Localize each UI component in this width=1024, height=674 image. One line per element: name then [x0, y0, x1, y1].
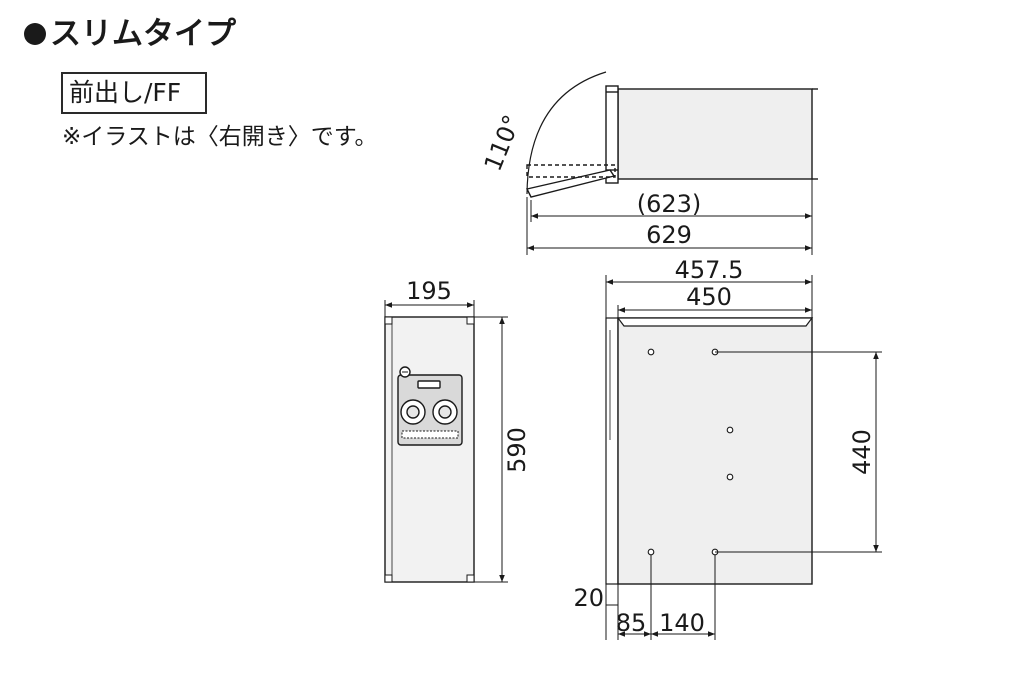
side-width-label: 195 [406, 277, 452, 305]
angle-label: 110° [479, 111, 527, 175]
vertical-pitch-label: 440 [848, 429, 876, 475]
front-view [605, 275, 882, 640]
top-view-body [617, 88, 813, 180]
bottom-offset-label: 20 [573, 584, 604, 612]
bullet-dot-icon [24, 23, 46, 45]
illustration-note: ※イラストは〈右開き〉です。 [62, 124, 378, 150]
overall-width-label: 457.5 [675, 256, 744, 284]
page-title-text: スリムタイプ [50, 16, 236, 52]
wall-plate [605, 317, 619, 585]
top-view [525, 71, 818, 255]
side-height-label: 590 [503, 427, 531, 473]
hinge-block [605, 85, 619, 184]
side-view-body [384, 316, 475, 583]
swing-arc [526, 71, 607, 195]
keypad-strip [401, 430, 459, 439]
side-view [384, 300, 508, 583]
open-door [525, 169, 616, 198]
page-title: スリムタイプ [24, 14, 236, 54]
front-view-body [617, 317, 813, 585]
mount-hole [726, 473, 734, 481]
mount-hole [726, 426, 734, 434]
depth-inner-label: (623) [637, 190, 702, 218]
horizontal-pitch-label: 140 [659, 609, 705, 637]
hole-offset-label: 85 [616, 609, 647, 637]
slot-window [417, 380, 441, 389]
closed-door-outline [526, 164, 616, 178]
variant-badge: 前出し/FF [61, 72, 207, 114]
body-width-label: 450 [686, 283, 732, 311]
mount-hole [647, 548, 655, 556]
control-panel [397, 374, 463, 446]
depth-outer-label: 629 [646, 221, 692, 249]
mount-hole [647, 348, 655, 356]
